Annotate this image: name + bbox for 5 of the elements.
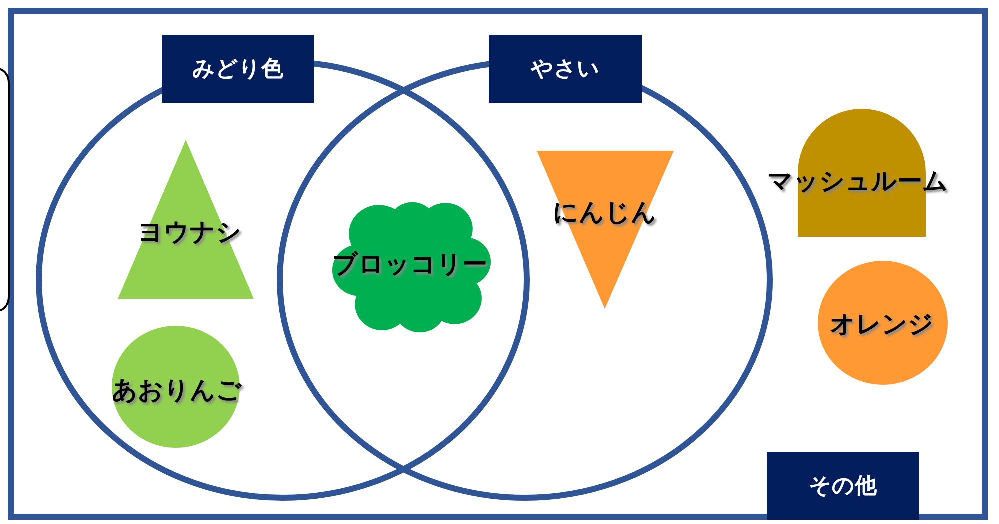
item-label: ブロッコリー	[332, 250, 488, 278]
category-label: やさい	[489, 35, 642, 103]
item-label: オレンジ	[830, 310, 934, 338]
category-label: その他	[767, 452, 919, 520]
category-label: みどり色	[162, 35, 314, 103]
